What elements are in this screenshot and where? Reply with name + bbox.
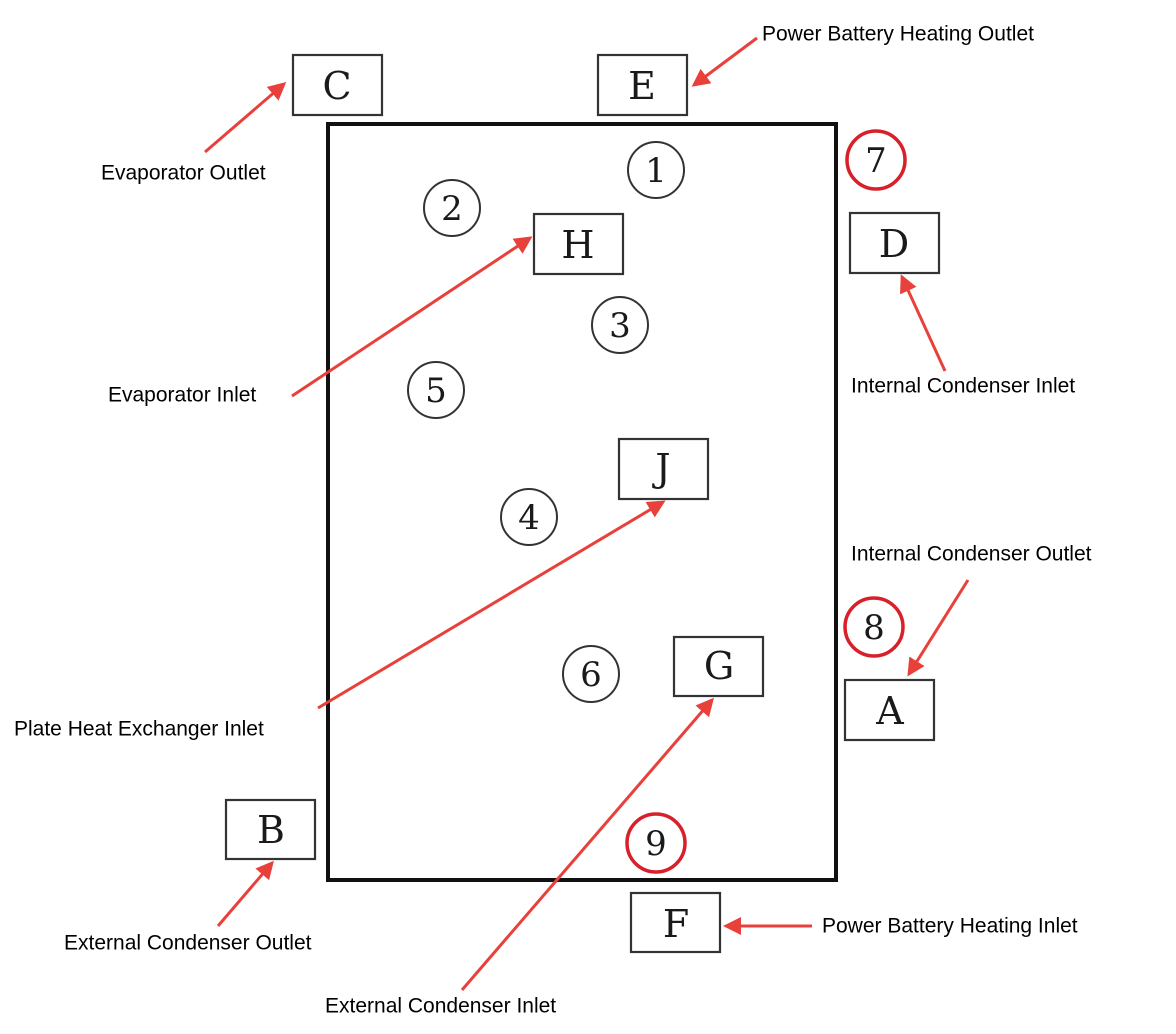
label-external-condenser-inlet: External Condenser Inlet (325, 995, 556, 1018)
port-f: F (629, 891, 722, 954)
circle-2: 2 (423, 179, 481, 237)
circle-7-number: 7 (865, 141, 887, 181)
label-evaporator-outlet: Evaporator Outlet (101, 162, 266, 185)
circle-3-ring (591, 296, 649, 354)
circle-9-number: 9 (645, 824, 667, 864)
circle-8: 8 (843, 596, 905, 658)
port-b: B (224, 798, 317, 861)
valve-body-outline (326, 122, 838, 882)
port-j: J (617, 437, 710, 501)
port-g-box (672, 635, 765, 698)
port-h-box (532, 212, 625, 276)
port-g-letter: G (704, 644, 734, 688)
arrow-internal-condenser-outlet (907, 579, 970, 677)
port-e: E (596, 53, 689, 117)
arrow-plate-heat-exchanger-inlet (317, 500, 666, 710)
port-h: H (532, 212, 625, 276)
circle-7-ring (845, 129, 907, 191)
circle-1: 1 (627, 141, 685, 199)
port-e-box (596, 53, 689, 117)
circle-6: 6 (562, 645, 620, 703)
port-a: A (843, 678, 936, 742)
port-b-letter: B (257, 808, 285, 852)
port-h-letter: H (561, 223, 594, 267)
circle-5: 5 (407, 361, 465, 419)
circle-8-number: 8 (863, 608, 885, 648)
circle-9: 9 (625, 812, 687, 874)
port-c-letter: C (322, 64, 351, 108)
label-power-battery-heating-inlet: Power Battery Heating Inlet (822, 915, 1078, 938)
port-j-letter: J (651, 446, 670, 490)
label-evaporator-inlet: Evaporator Inlet (108, 384, 256, 407)
circle-5-number: 5 (425, 371, 447, 411)
label-power-battery-heating-outlet: Power Battery Heating Outlet (762, 23, 1034, 46)
label-internal-condenser-inlet: Internal Condenser Inlet (851, 375, 1075, 398)
arrow-power-battery-heating-outlet (691, 36, 758, 87)
circle-2-ring (423, 179, 481, 237)
circle-2-number: 2 (441, 189, 463, 229)
circle-5-ring (407, 361, 465, 419)
arrow-external-condenser-outlet (216, 860, 274, 927)
port-f-box (629, 891, 722, 954)
circle-9-ring (625, 812, 687, 874)
circle-1-number: 1 (645, 151, 667, 191)
arrow-evaporator-inlet (291, 236, 533, 398)
port-d: D (848, 211, 941, 275)
arrow-external-condenser-inlet (460, 697, 714, 991)
arrow-internal-condenser-inlet (900, 274, 947, 372)
label-internal-condenser-outlet: Internal Condenser Outlet (851, 543, 1092, 566)
port-a-box (843, 678, 936, 742)
label-external-condenser-outlet: External Condenser Outlet (64, 932, 312, 955)
port-d-letter: D (879, 222, 909, 266)
port-c: C (291, 53, 384, 117)
port-j-box (617, 437, 710, 501)
circle-3-number: 3 (609, 306, 631, 346)
port-d-box (848, 211, 941, 275)
circle-4: 4 (500, 488, 558, 546)
circle-8-ring (843, 596, 905, 658)
label-plate-heat-exchanger-inlet: Plate Heat Exchanger Inlet (14, 718, 264, 741)
circle-6-ring (562, 645, 620, 703)
circle-6-number: 6 (580, 655, 602, 695)
port-b-box (224, 798, 317, 861)
port-g: G (672, 635, 765, 698)
port-f-letter: F (663, 902, 689, 946)
circle-3: 3 (591, 296, 649, 354)
circle-4-ring (500, 488, 558, 546)
circle-4-number: 4 (518, 498, 540, 538)
circle-7: 7 (845, 129, 907, 191)
port-c-box (291, 53, 384, 117)
arrow-evaporator-outlet (204, 82, 287, 154)
port-e-letter: E (628, 64, 656, 108)
circle-1-ring (627, 141, 685, 199)
port-a-letter: A (875, 689, 904, 733)
